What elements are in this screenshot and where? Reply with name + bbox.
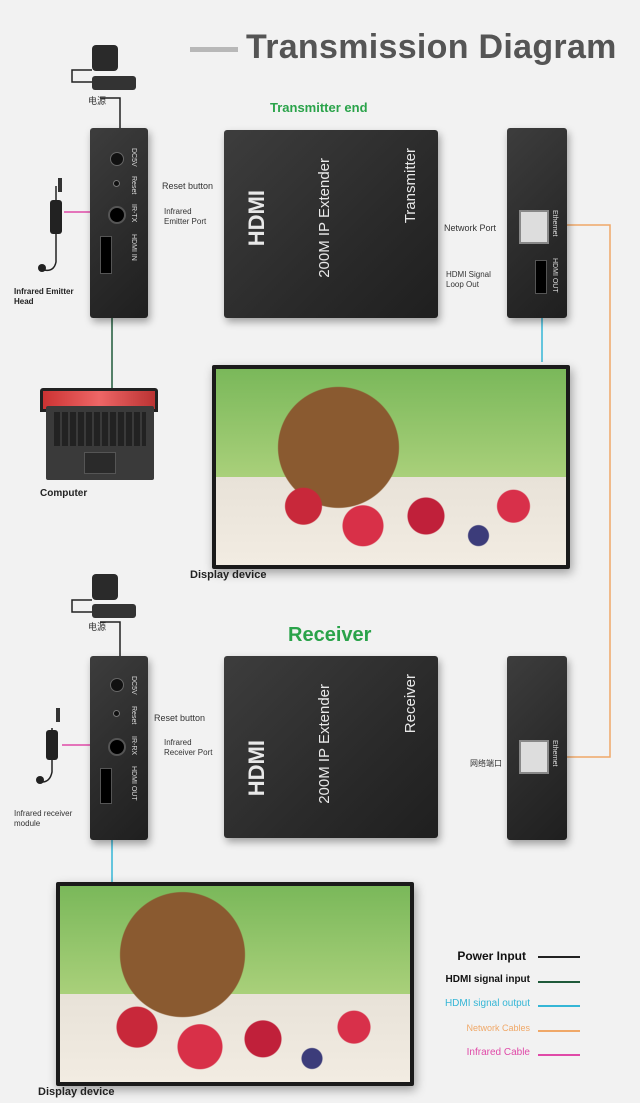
- ir-emitter-plug-icon: [58, 178, 62, 192]
- rx-port-label-dc: DC5V: [130, 676, 137, 695]
- receiver-section-label: Receiver: [288, 624, 371, 647]
- rx-brand-logo: HDMI: [244, 740, 270, 796]
- ir-receiver-tip-icon: [36, 776, 44, 784]
- transmitter-unit: HDMI 200M IP Extender Transmitter: [224, 130, 438, 318]
- keyboard-keys: [54, 412, 146, 446]
- ir-receiver-module-icon: [46, 730, 58, 760]
- rx-port-label-ir: IR-RX: [130, 736, 137, 755]
- rx-ir-port: [108, 738, 126, 756]
- legend-swatch: [538, 1005, 580, 1007]
- tx-display-label: Display device: [190, 569, 266, 581]
- legend-hdmi-input: HDMI signal input: [420, 974, 620, 990]
- legend-power-input: Power Input: [420, 949, 620, 965]
- rx-port-label-reset: Reset: [130, 706, 137, 724]
- rx-hdmi-out-port: [100, 768, 112, 804]
- tx-hdmi-in-port: [100, 236, 112, 274]
- tx-side-panel-right: Ethernet HDMI OUT: [507, 128, 567, 318]
- rx-side-text: Receiver: [402, 674, 419, 733]
- laptop-keyboard: [46, 406, 154, 480]
- rx-ethernet-port: [519, 740, 549, 774]
- tx-ir-port-label-2: Emitter Port: [164, 216, 206, 227]
- legend-label: HDMI signal input: [446, 974, 530, 985]
- rx-power-label: 电源: [88, 622, 106, 633]
- tx-brand-logo: HDMI: [244, 190, 270, 246]
- legend-swatch: [538, 1054, 580, 1056]
- tx-port-label-ethernet: Ethernet: [551, 210, 558, 236]
- tx-front-text: 200M IP Extender: [316, 158, 333, 278]
- transmitter-section-label: Transmitter end: [270, 100, 368, 115]
- rx-power-adapter-icon: [92, 574, 118, 600]
- ir-receiver-plug-icon: [56, 708, 60, 722]
- tx-loop-label-2: Loop Out: [446, 279, 479, 290]
- legend-label: Network Cables: [466, 1023, 530, 1033]
- ir-emitter-head-icon: [50, 200, 62, 234]
- tx-display-screen: [212, 365, 570, 569]
- tx-power-label: 电源: [88, 96, 106, 107]
- rx-port-label-hdmi: HDMI OUT: [130, 766, 137, 801]
- rx-ir-port-label-2: Receiver Port: [164, 747, 212, 758]
- rx-display-label: Display device: [38, 1086, 114, 1098]
- legend-swatch: [538, 1030, 580, 1032]
- legend-label: Infrared Cable: [467, 1047, 530, 1058]
- laptop-touchpad: [84, 452, 116, 474]
- rx-network-label: 网络端口: [470, 758, 502, 769]
- rx-power-brick-icon: [92, 604, 136, 618]
- rx-front-text: 200M IP Extender: [316, 684, 333, 804]
- ir-emitter-label-2: Head: [14, 296, 34, 308]
- berries-image-rx: [60, 886, 410, 1082]
- ir-emitter-tip-icon: [38, 264, 46, 272]
- tx-port-label-ir: IR-TX: [130, 204, 137, 222]
- tx-power-jack: [110, 152, 124, 166]
- rx-power-jack: [110, 678, 124, 692]
- legend-swatch: [538, 981, 580, 983]
- rx-port-label-ethernet: Ethernet: [551, 740, 558, 766]
- tx-reset-button: [113, 180, 120, 187]
- rx-reset-label: Reset button: [154, 713, 205, 724]
- legend-label: Power Input: [457, 949, 526, 963]
- legend-swatch: [538, 956, 580, 958]
- tx-side-text: Transmitter: [402, 148, 419, 223]
- legend-infrared-cable: Infrared Cable: [420, 1047, 620, 1063]
- tx-port-label-hdmi-out: HDMI OUT: [551, 258, 558, 293]
- legend-hdmi-output: HDMI signal output: [420, 998, 620, 1014]
- rx-reset-button: [113, 710, 120, 717]
- tx-reset-label: Reset button: [162, 181, 213, 192]
- berries-image: [216, 369, 566, 565]
- tx-port-label-reset: Reset: [130, 176, 137, 194]
- tx-port-label-dc: DC5V: [130, 148, 137, 167]
- tx-ir-port: [108, 206, 126, 224]
- receiver-unit: HDMI 200M IP Extender Receiver: [224, 656, 438, 838]
- tx-power-adapter-icon: [92, 45, 118, 71]
- tx-network-label: Network Port: [444, 223, 496, 234]
- tx-side-panel-left: DC5V Reset IR-TX HDMI IN: [90, 128, 148, 318]
- legend-network-cables: Network Cables: [420, 1023, 620, 1039]
- tx-port-label-hdmi: HDMI IN: [130, 234, 137, 261]
- tx-power-brick-icon: [92, 76, 136, 90]
- rx-side-panel-right: Ethernet: [507, 656, 567, 840]
- legend-label: HDMI signal output: [445, 998, 530, 1009]
- computer-label: Computer: [40, 488, 87, 500]
- tx-hdmi-out-port: [535, 260, 547, 294]
- rx-side-panel-left: DC5V Reset IR-RX HDMI OUT: [90, 656, 148, 840]
- ir-receiver-label-2: module: [14, 818, 40, 829]
- rx-display-screen: [56, 882, 414, 1086]
- tx-ethernet-port: [519, 210, 549, 244]
